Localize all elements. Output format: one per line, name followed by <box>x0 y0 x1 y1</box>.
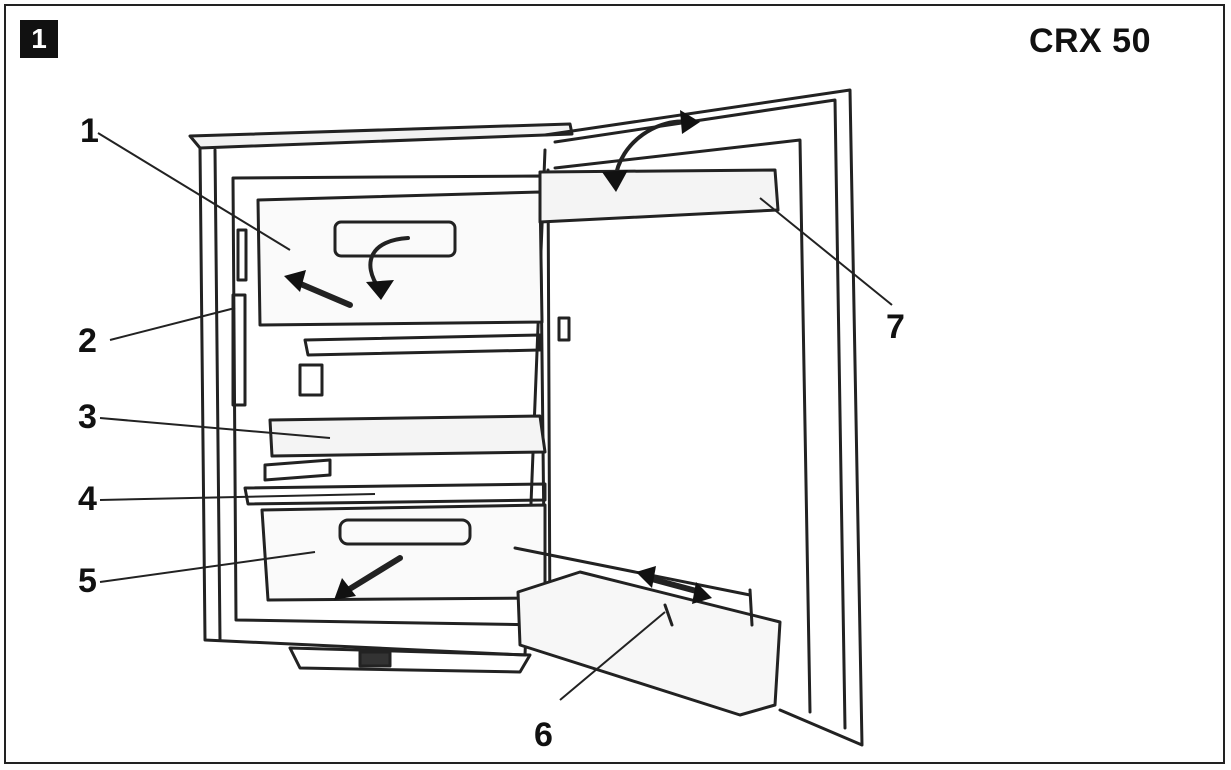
callout-3: 3 <box>78 398 97 436</box>
leader-line-6 <box>559 611 666 701</box>
bottle-rack <box>516 570 782 717</box>
leader-line-7 <box>759 197 893 306</box>
drip-tray <box>303 333 542 357</box>
cabinet-body <box>198 146 547 657</box>
door-hinge-pin <box>557 316 571 342</box>
crisper-pull-arrow <box>345 555 403 593</box>
freezer-flap-arrowhead <box>366 280 394 300</box>
door-upper-compartment <box>538 168 780 224</box>
callout-7: 7 <box>886 308 905 346</box>
callout-4: 4 <box>78 480 97 518</box>
callout-1: 1 <box>80 112 99 150</box>
shelf-upper <box>268 414 547 458</box>
bottle-rack-rail <box>513 546 752 597</box>
crisper-pull-arrowhead <box>334 578 356 600</box>
leader-line-3 <box>99 417 331 439</box>
callout-5: 5 <box>78 562 97 600</box>
crisper-handle <box>338 518 472 546</box>
divider-slide-arrow <box>645 575 703 595</box>
divider-arrowhead-left <box>636 566 656 588</box>
cabinet-side <box>213 148 222 642</box>
callout-6: 6 <box>534 716 553 754</box>
light-switch <box>298 363 324 397</box>
compartment-flip-arrowhead-down <box>602 170 628 192</box>
bottle-rack-rail-end <box>748 588 754 627</box>
door-seal <box>553 98 847 730</box>
leader-line-2 <box>109 307 236 341</box>
glass-shelf <box>243 482 547 506</box>
door-hinge-edge <box>546 168 552 642</box>
compartment-flip-arrowhead-right <box>680 110 700 134</box>
model-label: CRX 50 <box>1028 22 1151 60</box>
leader-line-4 <box>99 493 376 501</box>
door-inner-liner <box>553 138 812 714</box>
leader-line-1 <box>97 132 291 251</box>
freezer-pull-arrow <box>293 279 353 308</box>
thermostat-panel <box>231 293 247 407</box>
shelf-rail <box>263 458 332 482</box>
divider-arrowhead-right <box>692 582 712 604</box>
freezer-compartment <box>256 190 544 327</box>
door-outer <box>543 88 864 747</box>
cabinet-base <box>288 646 532 674</box>
freezer-pull-arrowhead <box>284 270 306 292</box>
base-latch <box>358 650 392 668</box>
bottle-divider <box>663 603 674 627</box>
leader-line-5 <box>99 551 316 583</box>
cabinet-top <box>188 122 574 150</box>
freezer-flap-handle <box>333 220 457 258</box>
figure-number-badge: 1 <box>20 20 58 58</box>
callout-2: 2 <box>78 322 97 360</box>
compartment-flip-arrow <box>613 119 690 182</box>
control-marks <box>236 228 248 282</box>
